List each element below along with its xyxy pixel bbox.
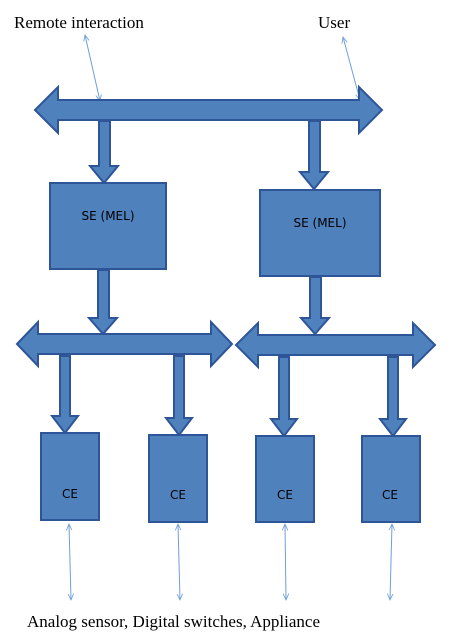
ce-box-1-label: CE: [62, 487, 78, 501]
user-thin-arrow: [343, 37, 360, 100]
down-arrow-se-right: [297, 120, 331, 191]
ce-box-3-label: CE: [277, 488, 293, 502]
lower-left-bus-arrow: [15, 319, 234, 369]
ce-1-thin-arrow: [69, 524, 71, 600]
remote-interaction-label: Remote interaction: [14, 13, 144, 32]
ce-box-1: CE: [40, 432, 100, 521]
down-arrow-ce-4: [377, 356, 409, 438]
down-arrow-ce-1: [49, 355, 81, 435]
down-arrow-bus-left: [86, 269, 120, 336]
ce-box-3: CE: [255, 435, 315, 523]
se-box-right-label: SE (MEL): [294, 216, 347, 230]
ce-box-4: CE: [361, 435, 421, 523]
ce-3-thin-arrow: [285, 524, 286, 600]
down-arrow-se-left: [87, 120, 121, 185]
ce-2-thin-arrow: [178, 524, 180, 600]
ce-4-thin-arrow: [390, 524, 392, 600]
se-box-left: SE (MEL): [49, 182, 167, 270]
down-arrow-ce-2: [163, 355, 195, 437]
user-label: User: [318, 13, 350, 32]
se-box-right: SE (MEL): [259, 189, 381, 277]
devices-label: Analog sensor, Digital switches, Applian…: [27, 612, 320, 631]
lower-right-bus-arrow: [234, 320, 437, 370]
down-arrow-bus-right: [298, 276, 332, 336]
ce-box-2-label: CE: [170, 488, 186, 502]
remote-thin-arrow: [85, 35, 100, 101]
ce-box-2: CE: [148, 434, 208, 523]
ce-box-4-label: CE: [382, 488, 398, 502]
down-arrow-ce-3: [268, 356, 300, 438]
top-bus-arrow: [33, 84, 384, 136]
se-box-left-label: SE (MEL): [82, 209, 135, 223]
